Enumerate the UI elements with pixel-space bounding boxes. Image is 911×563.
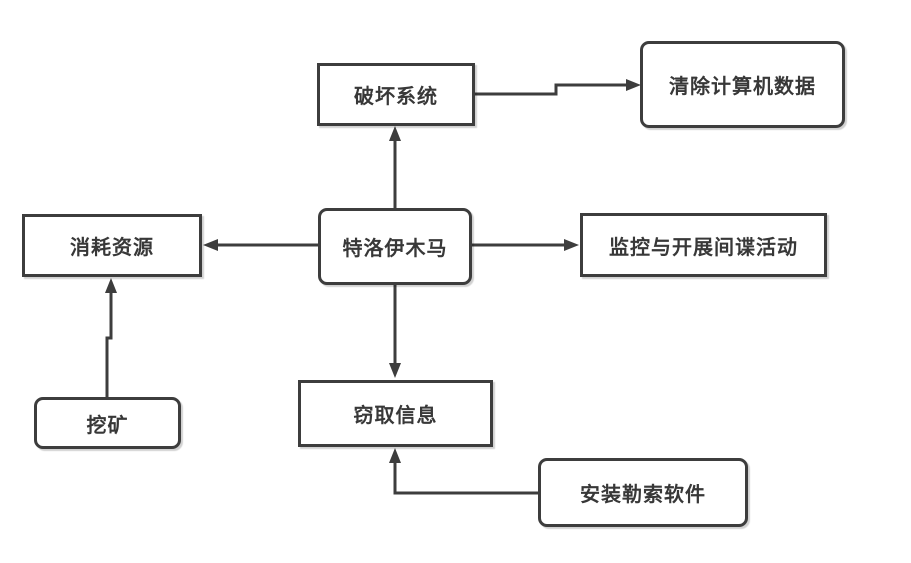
edge-trojan-to-espionage[interactable] (472, 239, 579, 251)
edge-ransomware-to-steal-info[interactable] (389, 448, 538, 495)
arrowhead-up (389, 126, 401, 141)
arrowhead-up (105, 278, 117, 293)
node-espionage-label: 监控与开展间谍活动 (609, 236, 798, 259)
node-clear-data-label: 清除计算机数据 (669, 76, 816, 98)
edge-line[interactable] (105, 292, 113, 397)
node-mining-label: 挖矿 (86, 414, 129, 437)
node-destroy-system[interactable]: 破坏系统 (317, 63, 475, 126)
node-destroy-system-label: 破坏系统 (354, 86, 438, 108)
node-steal-info-label: 窃取信息 (353, 405, 438, 427)
arrowhead-right (564, 239, 579, 251)
node-trojan[interactable]: 特洛伊木马 (318, 208, 472, 285)
node-clear-data[interactable]: 清除计算机数据 (640, 41, 845, 128)
node-mining[interactable]: 挖矿 (34, 397, 181, 449)
arrowhead-down (389, 363, 401, 378)
edge-trojan-to-consume-resources[interactable] (203, 239, 318, 251)
edge-line[interactable] (393, 462, 538, 495)
edge-mining-to-consume-resources[interactable] (105, 278, 117, 397)
node-trojan-label: 特洛伊木马 (342, 238, 448, 260)
node-ransomware[interactable]: 安装勒索软件 (538, 458, 748, 527)
node-espionage[interactable]: 监控与开展间谍活动 (580, 213, 827, 277)
arrowhead-right (626, 79, 641, 91)
node-consume-resources-label: 消耗资源 (70, 237, 154, 259)
edge-trojan-to-destroy-system[interactable] (389, 126, 401, 208)
arrowhead-left (203, 239, 218, 251)
node-steal-info[interactable]: 窃取信息 (298, 380, 493, 447)
edge-destroy-system-to-clear-data[interactable] (475, 79, 641, 96)
node-ransomware-label: 安装勒索软件 (580, 484, 706, 506)
edge-line[interactable] (475, 83, 628, 96)
node-consume-resources[interactable]: 消耗资源 (22, 214, 202, 277)
edge-trojan-to-steal-info[interactable] (389, 285, 401, 378)
arrowhead-up (389, 448, 401, 463)
